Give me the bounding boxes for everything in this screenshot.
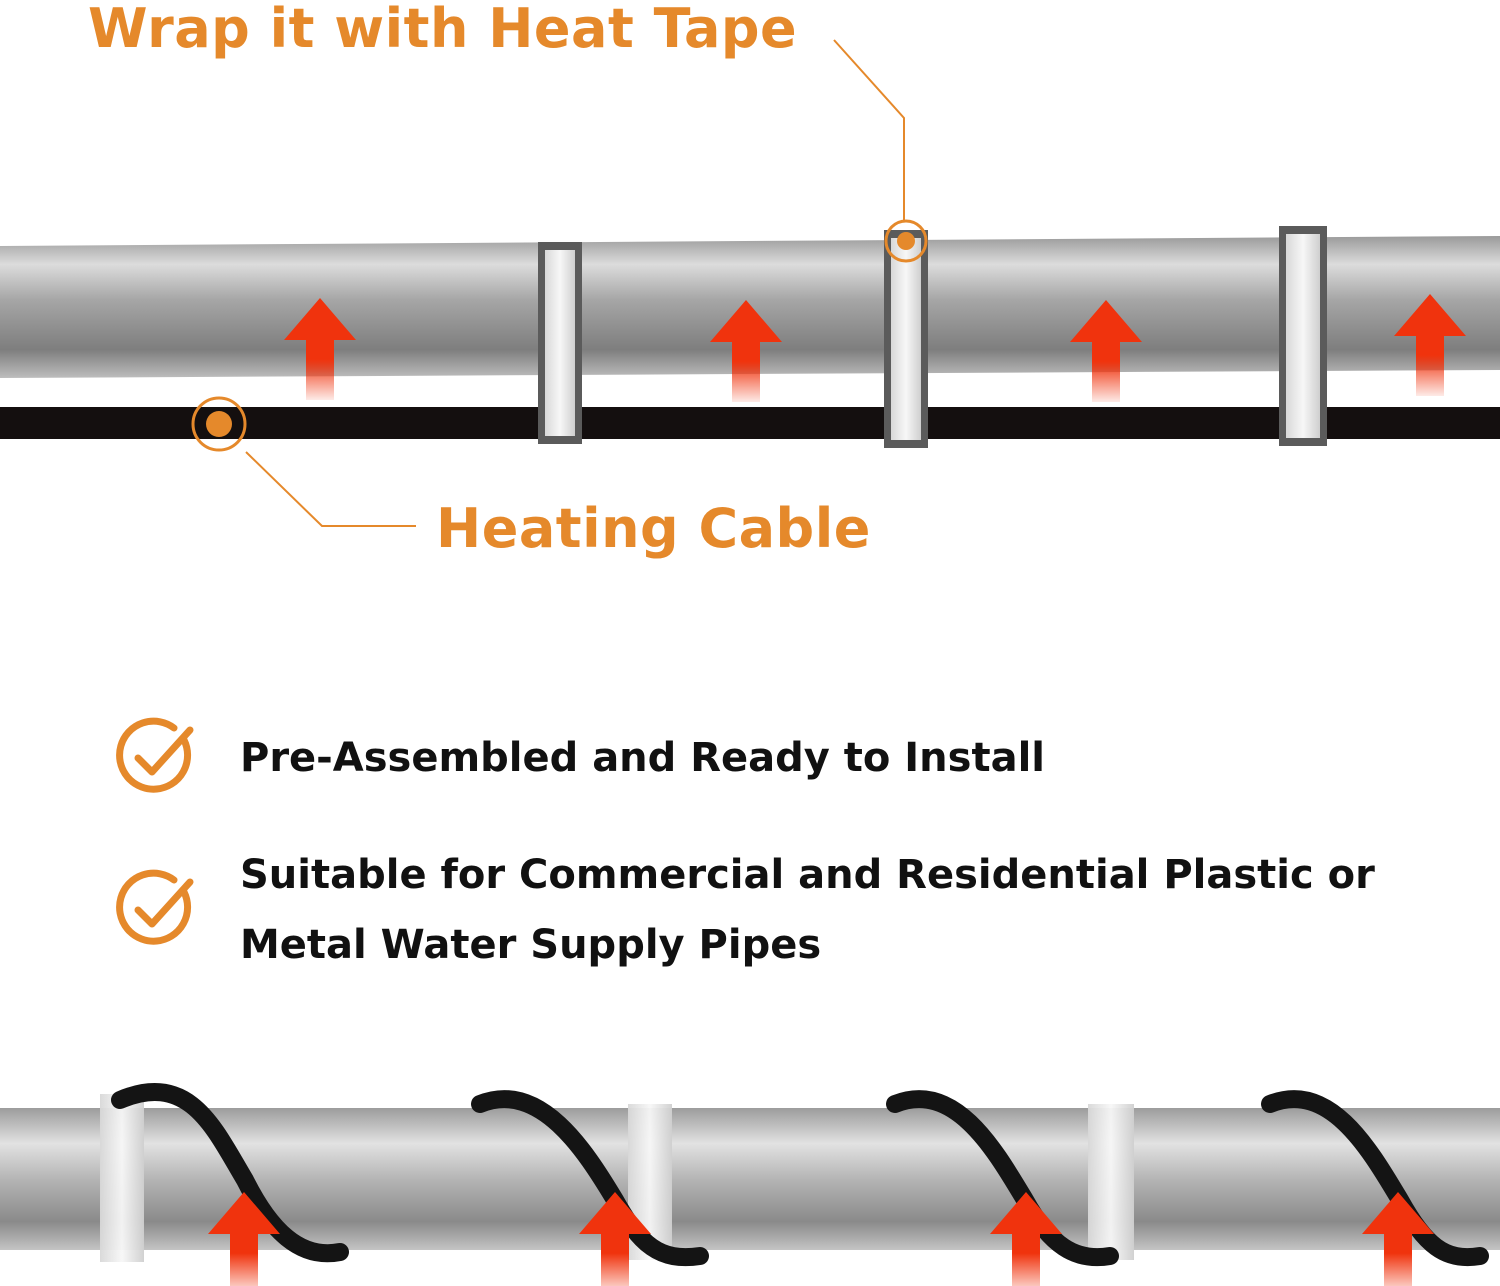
heat-tape-band [884,230,928,448]
callout-marker [191,396,247,452]
heat-tape-band [1088,1104,1134,1260]
callout-marker-dot [206,411,232,437]
feature-item: Suitable for Commercial and Residential … [112,840,1472,980]
callout-marker [884,219,928,263]
check-circle-icon [116,717,194,793]
heat-tape-callout: Wrap it with Heat Tape [88,0,798,60]
feature-text: Pre-Assembled and Ready to Install [240,735,1045,781]
callout-leader-line [245,451,416,527]
feature-text: Suitable for Commercial and Residential … [240,852,1375,968]
heating-cable [0,407,1500,439]
feature-item: Pre-Assembled and Ready to Install [112,714,1472,802]
heating-cable-callout: Heating Cable [436,497,871,560]
check-circle-icon [116,869,194,945]
heat-tape-band [100,1094,144,1262]
callout-marker-dot [897,232,915,250]
heat-tape-band [1279,226,1327,446]
callout-leader-line [833,39,905,220]
heat-tape-band [538,242,582,444]
spiral-heating-cable [111,1083,1489,1267]
